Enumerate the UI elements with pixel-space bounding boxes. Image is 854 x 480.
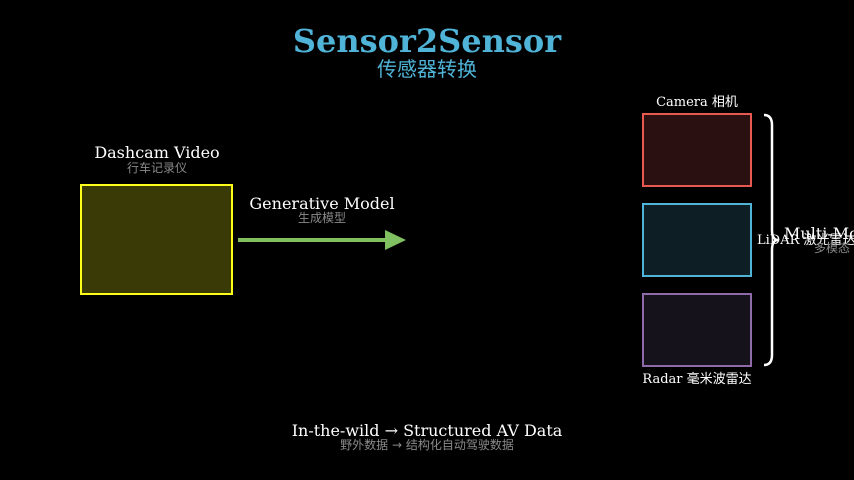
output-brace — [763, 113, 779, 367]
dashcam-label: Dashcam Video — [94, 143, 220, 162]
generative-arrow-head — [385, 230, 406, 250]
diagram-title: Sensor2Sensor — [292, 22, 562, 60]
lidar-label: LiDAR 激光雷达 — [757, 233, 854, 248]
camera-label: Camera 相机 — [656, 95, 738, 110]
camera-box — [642, 113, 752, 187]
multimodal-label: Multi-Modal — [784, 224, 854, 243]
generative-model-label-cn: 生成模型 — [297, 211, 347, 225]
radar-box — [642, 293, 752, 367]
footer-label-cn: 野外数据 → 结构化自动驾驶数据 — [340, 438, 514, 452]
multimodal-label-cn: 多模态 — [814, 241, 851, 255]
dashcam-video-box — [80, 184, 233, 295]
footer-label: In-the-wild → Structured AV Data — [291, 421, 563, 440]
lidar-box — [642, 203, 752, 277]
generative-model-label: Generative Model — [249, 194, 395, 213]
diagram-subtitle: 传感器转换 — [377, 57, 477, 81]
radar-label: Radar 毫米波雷达 — [642, 372, 752, 387]
dashcam-label-cn: 行车记录仪 — [126, 161, 188, 175]
